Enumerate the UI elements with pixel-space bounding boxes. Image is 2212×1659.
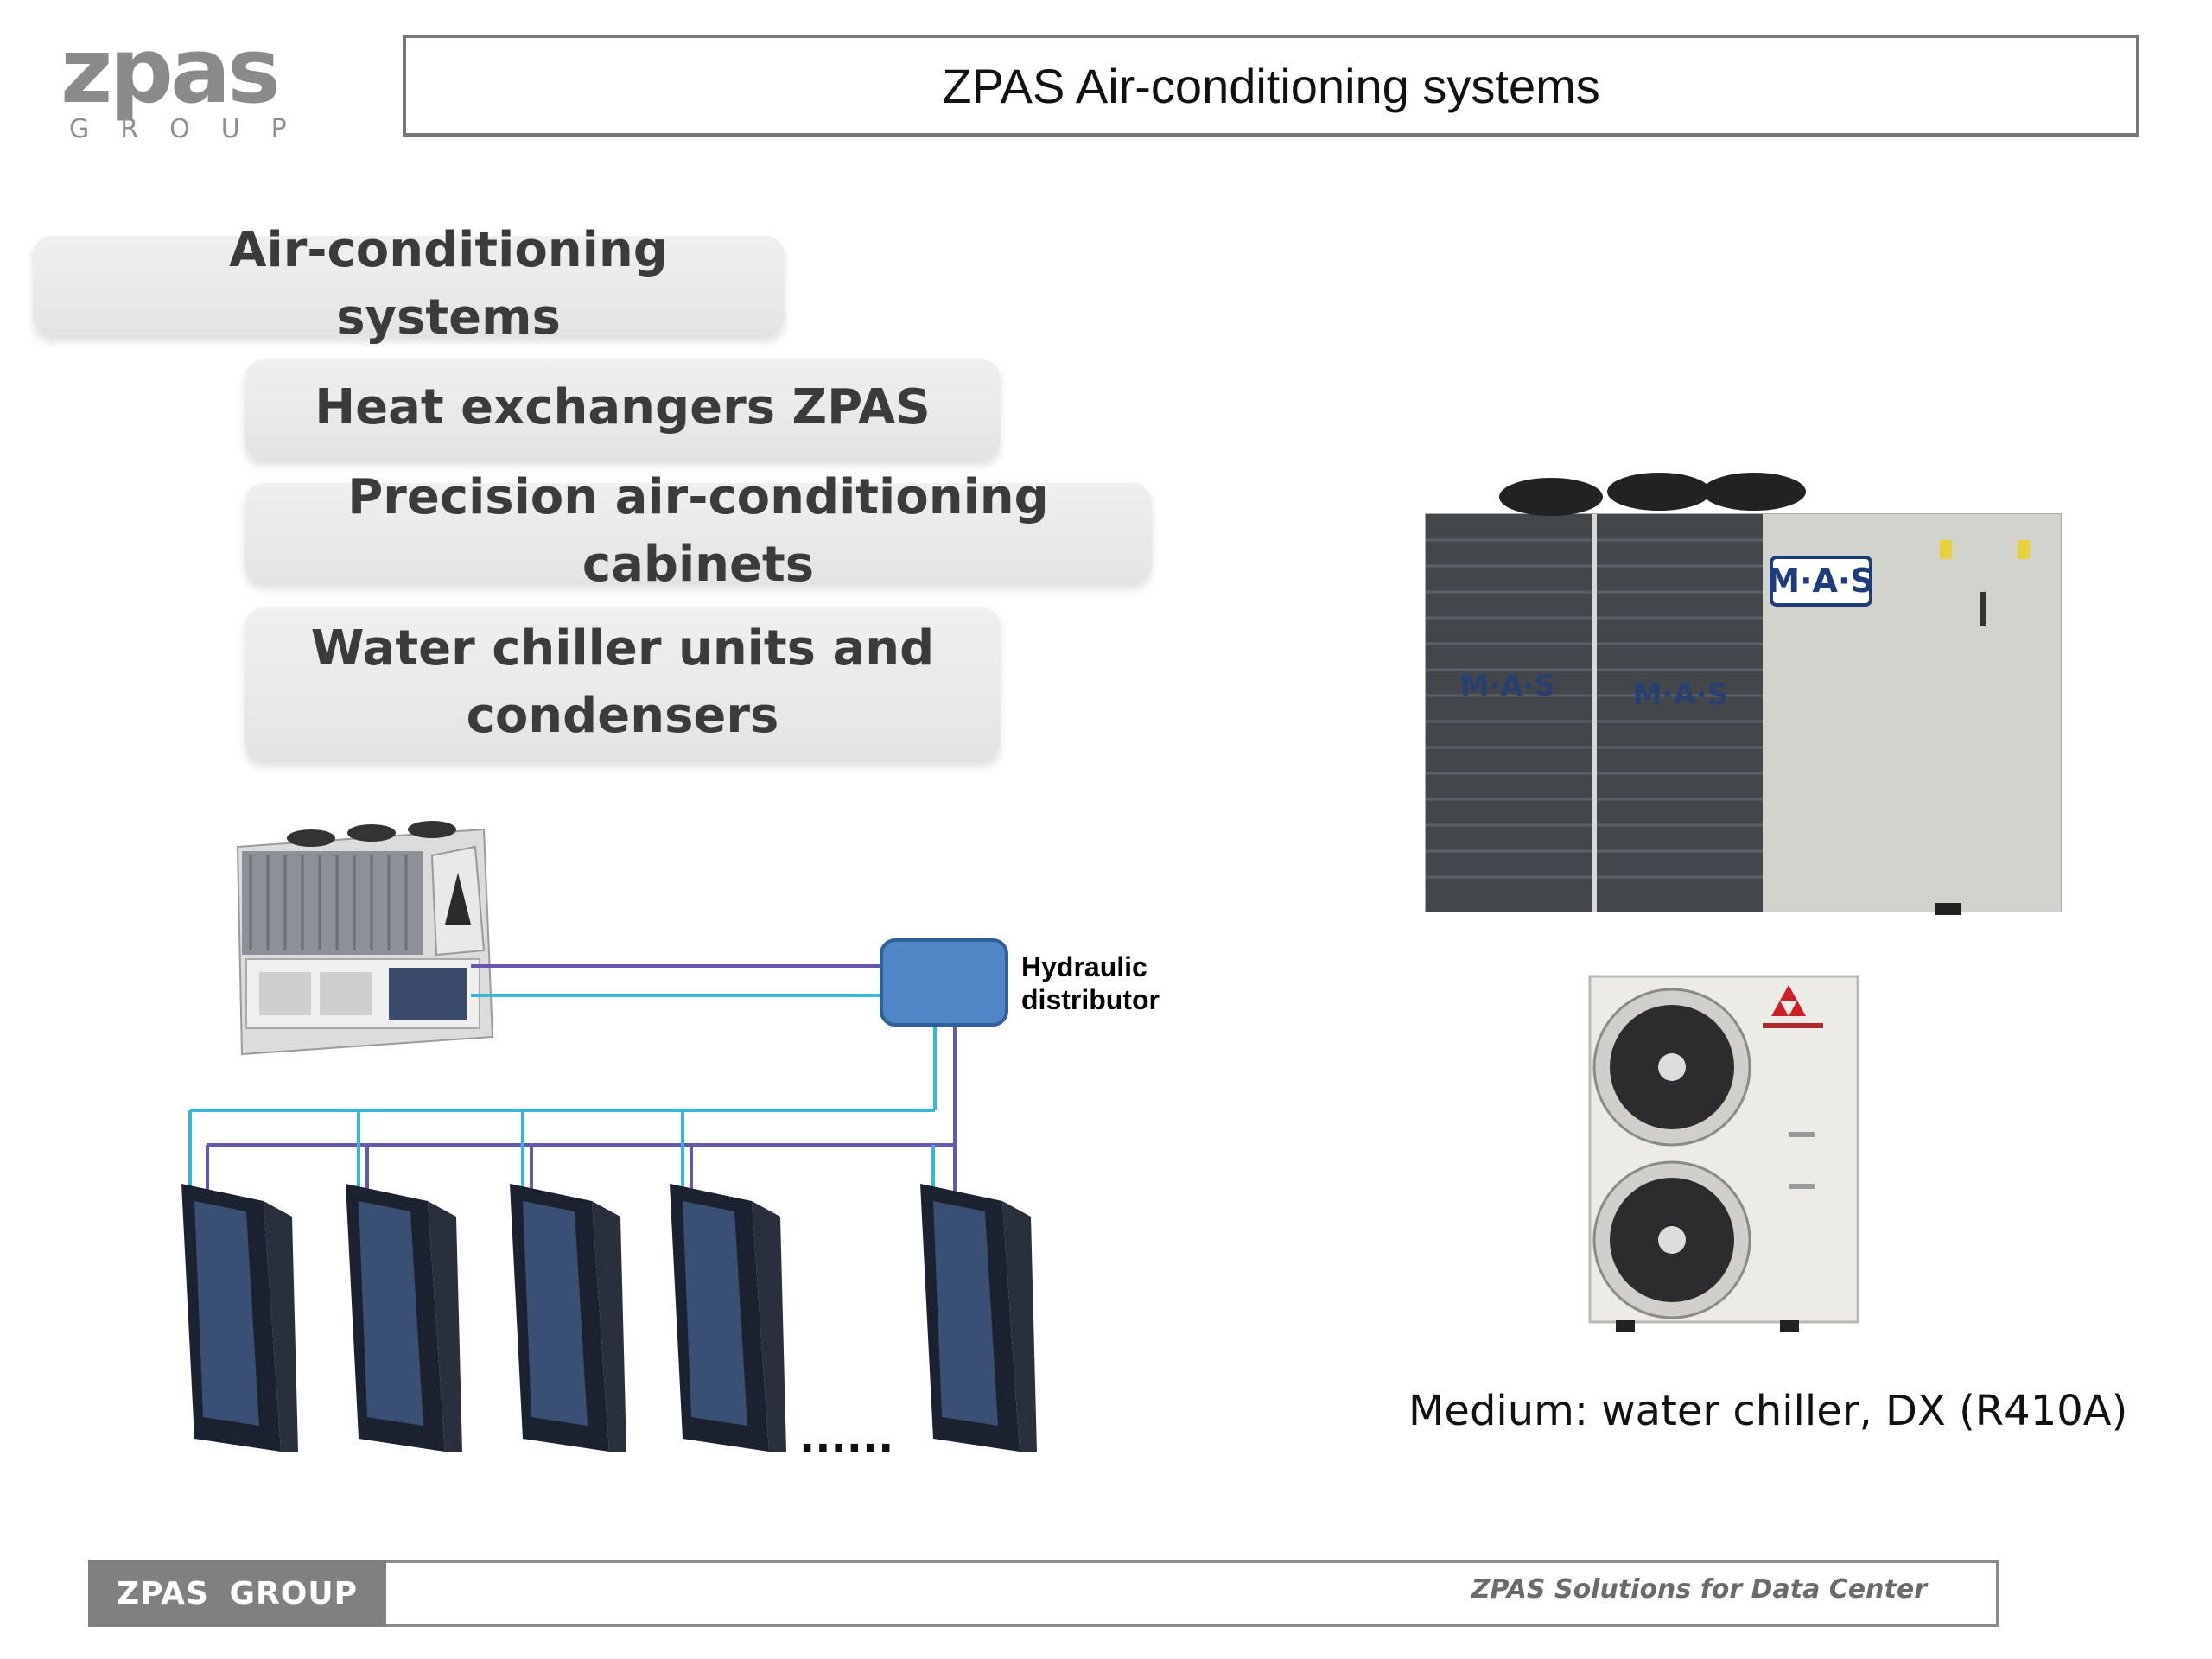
menu-item-water-chillers[interactable]: Water chiller units and condensers [245, 605, 1001, 760]
hydraulic-distributor-box [880, 938, 1008, 1027]
rack-unit [920, 1184, 1037, 1452]
pipe-lines [188, 964, 957, 1192]
distributor-label-line2: distributor [1021, 984, 1160, 1015]
page-title: ZPAS Air-conditioning systems [403, 35, 2139, 137]
company-logo: zpas GROUP [60, 26, 346, 147]
mas-brand-grille-left: M·A·S [1460, 669, 1555, 703]
footer-tagline: ZPAS Solutions for Data Center [1471, 1574, 1927, 1605]
mas-condenser-image: M·A·S M·A·S M·A·S [1425, 473, 2062, 915]
footer-bar [88, 1560, 1999, 1627]
rack-unit [510, 1184, 626, 1452]
rack-unit [346, 1184, 462, 1452]
menu-item-heat-exchangers[interactable]: Heat exchangers ZPAS [245, 357, 1001, 459]
mitsubishi-outdoor-unit-image [1588, 975, 1859, 1332]
rack-unit [181, 1184, 298, 1452]
logo-wordmark: zpas [60, 18, 281, 124]
chiller-unit-image [236, 821, 494, 1056]
menu-item-air-conditioning-systems[interactable]: Air-conditioning systems [33, 222, 785, 346]
logo-subtitle: GROUP [69, 114, 318, 144]
product-caption: Medium: water chiller, DX (R410A) [1408, 1387, 2128, 1435]
rack-unit [670, 1184, 786, 1452]
menu-item-precision-cabinets[interactable]: Precision air-conditioning cabinets [245, 469, 1152, 593]
footer-company: ZPAS GROUP [88, 1560, 386, 1627]
mitsubishi-logo-icon [1771, 985, 1806, 1016]
hydraulic-diagram: Hydraulic distributor ...... [181, 821, 1160, 1462]
cooling-rack-units [181, 1184, 1037, 1452]
distributor-label-line1: Hydraulic [1021, 951, 1147, 982]
mas-brand-badge: M·A·S [1767, 562, 1873, 600]
more-units-ellipsis: ...... [799, 1414, 893, 1462]
mas-brand-grille-right: M·A·S [1633, 677, 1728, 712]
